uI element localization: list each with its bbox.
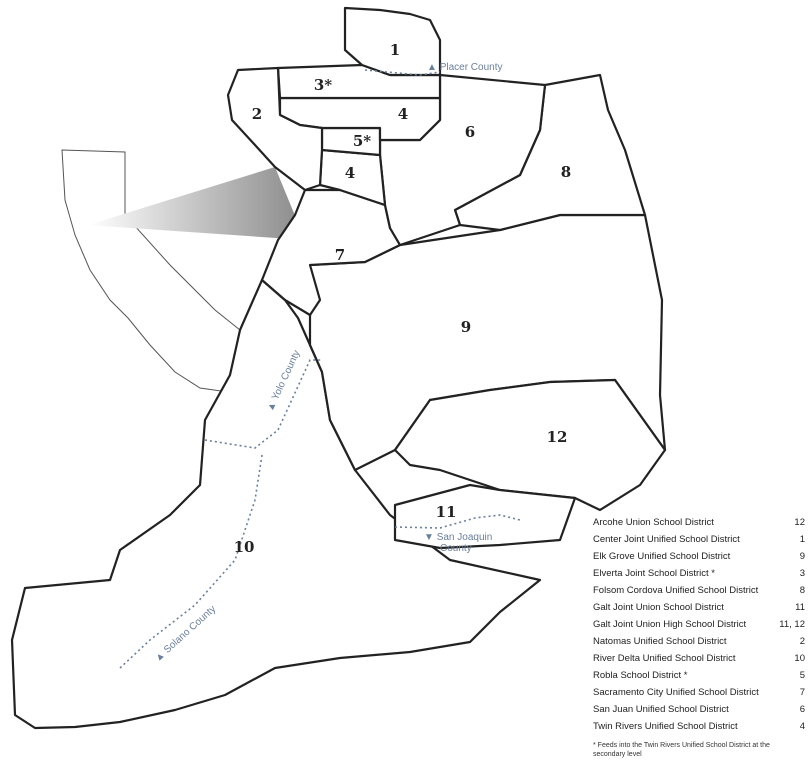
legend-item: Galt Joint Union School District 11 (593, 599, 805, 616)
legend-item: Natomas Unified School District 2 (593, 633, 805, 650)
district-label-8: 8 (561, 163, 571, 181)
legend-district-name: Robla School District * (593, 670, 688, 681)
legend-item: Galt Joint Union High School District 11,… (593, 616, 805, 633)
legend-district-name: Twin Rivers Unified School District (593, 721, 738, 732)
district-label-2: 2 (252, 105, 262, 123)
legend-item: Center Joint Unified School District 1 (593, 531, 805, 548)
san-joaquin-county-label-2: County (440, 543, 472, 554)
district-label-10: 10 (234, 538, 255, 556)
legend-district-number: 11 (795, 602, 805, 613)
legend-district-name: San Juan Unified School District (593, 704, 729, 715)
legend-item: Folsom Cordova Unified School District 8 (593, 582, 805, 599)
district-label-12: 12 (547, 428, 568, 446)
inset-callout (88, 167, 305, 240)
district-label-1: 1 (390, 41, 400, 59)
yolo-county-line (204, 359, 322, 449)
legend-district-name: Arcohe Union School District (593, 517, 714, 528)
legend-item: Twin Rivers Unified School District 4 (593, 718, 805, 735)
legend-district-number: 10 (794, 653, 805, 664)
district-label-6: 6 (465, 123, 475, 141)
legend-district-name: River Delta Unified School District (593, 653, 736, 664)
legend-item: Elk Grove Unified School District 9 (593, 548, 805, 565)
legend-district-number: 8 (799, 585, 805, 596)
district-label-4b: 4 (345, 164, 355, 182)
legend-district-number: 4 (799, 721, 805, 732)
san-joaquin-county-label-1: ▼ San Joaquin (424, 532, 492, 543)
legend-district-number: 7 (799, 687, 805, 698)
legend-district-name: Center Joint Unified School District (593, 534, 740, 545)
district-label-11: 11 (436, 503, 457, 521)
legend-district-number: 1 (799, 534, 805, 545)
region-1 (343, 6, 442, 77)
legend-district-number: 9 (799, 551, 805, 562)
san-joaquin-county-line (394, 514, 521, 529)
legend-item: Sacramento City Unified School District 7 (593, 684, 805, 701)
placer-county-line (364, 69, 441, 76)
legend-district-number: 11, 12 (779, 619, 805, 630)
district-label-9: 9 (461, 318, 471, 336)
legend-item: River Delta Unified School District 10 (593, 650, 805, 667)
legend-item: Elverta Joint School District * 3 (593, 565, 805, 582)
california-outline (61, 149, 249, 393)
legend-district-name: Galt Joint Union High School District (593, 619, 747, 630)
legend-item: Robla School District * 5 (593, 667, 805, 684)
legend-district-number: 3 (799, 568, 805, 579)
legend-district-number: 12 (794, 517, 805, 528)
region-12 (393, 378, 667, 512)
legend-district-number: 2 (799, 636, 805, 647)
legend-district-name: Sacramento City Unified School District (593, 687, 759, 698)
district-label-7: 7 (335, 246, 345, 264)
legend-district-number: 5 (799, 670, 805, 681)
district-label-5: 5* (353, 132, 371, 150)
legend-footnote: * Feeds into the Twin Rivers Unified Sch… (593, 742, 770, 758)
region-5 (320, 126, 382, 157)
legend-district-name: Folsom Cordova Unified School District (593, 585, 759, 596)
placer-county-label: ▲ Placer County (427, 62, 503, 73)
legend-district-name: Elverta Joint School District * (593, 568, 715, 579)
legend-district-number: 6 (799, 704, 805, 715)
region-2 (226, 66, 324, 192)
district-label-3: 3* (314, 76, 332, 94)
legend-item: San Juan Unified School District 6 (593, 701, 805, 718)
legend-district-name: Elk Grove Unified School District (593, 551, 731, 562)
legend-district-name: Natomas Unified School District (593, 636, 727, 647)
legend-item: Arcohe Union School District 12 (593, 514, 805, 531)
legend-district-name: Galt Joint Union School District (593, 602, 724, 613)
district-label-4a: 4 (398, 105, 408, 123)
